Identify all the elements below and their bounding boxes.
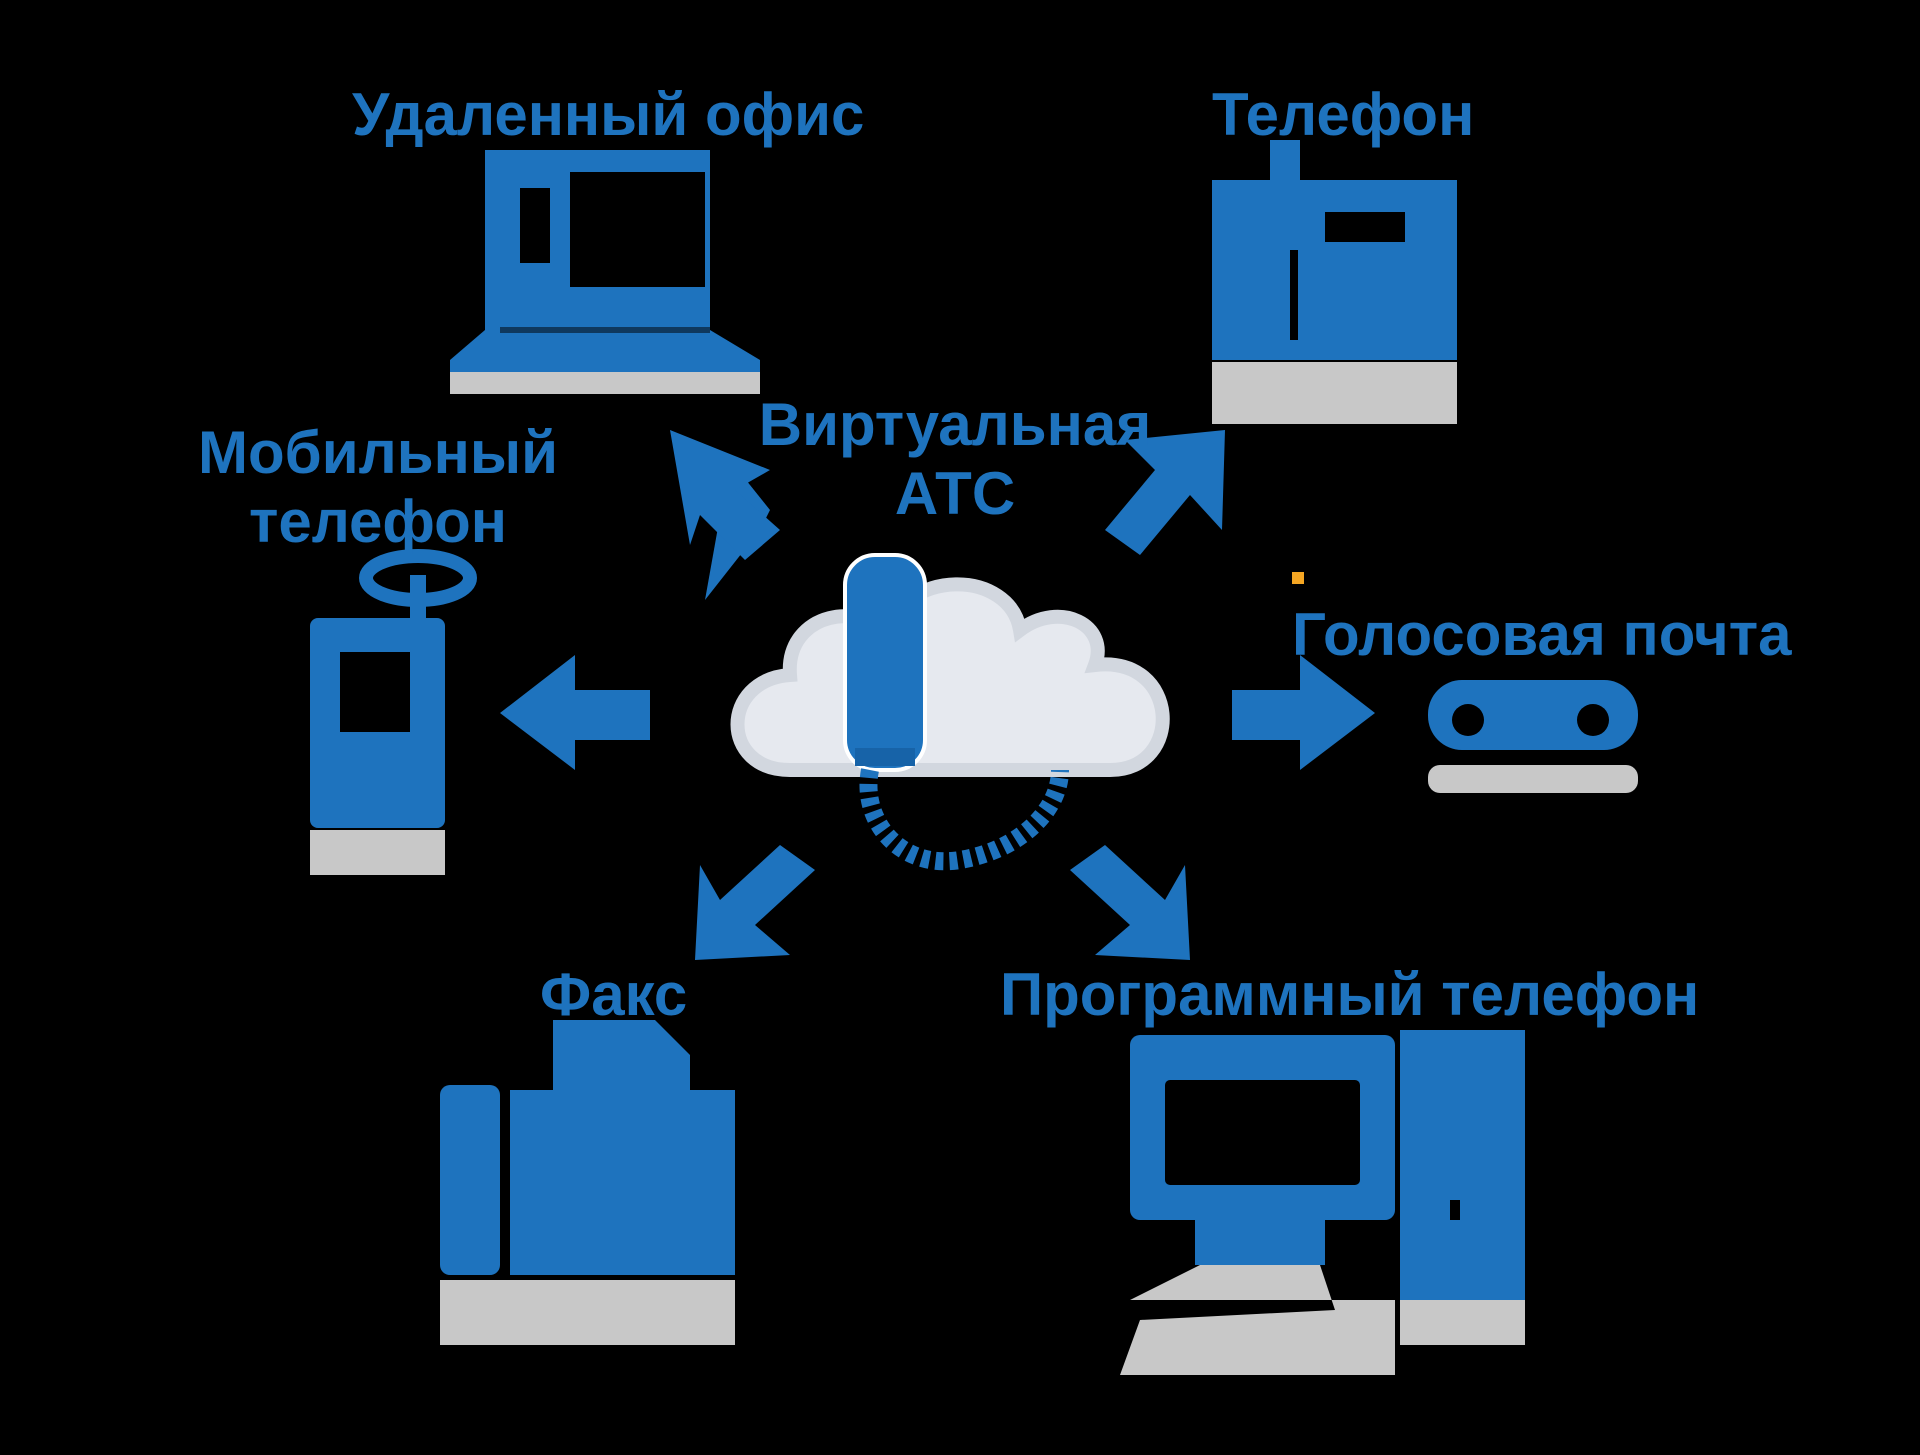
label-center-line1: Виртуальная <box>758 391 1152 458</box>
arrow-to-mobile-phone <box>500 655 650 770</box>
label-center-line2: АТС <box>894 460 1016 527</box>
label-mobile-phone-line2: телефон <box>248 488 508 555</box>
label-mobile-phone-line1: Мобильный <box>198 419 558 486</box>
accent-dot <box>1292 572 1304 584</box>
mobile-phone-icon <box>310 549 477 875</box>
computer-icon <box>1120 1030 1525 1375</box>
arrow-to-desk-phone <box>1105 430 1225 555</box>
arrow-to-fax <box>695 845 815 960</box>
label-remote-office: Удаленный офис <box>352 81 865 148</box>
arrow-to-remote-office <box>670 430 780 600</box>
label-desk-phone: Телефон <box>1212 81 1475 148</box>
cloud-phone-icon <box>730 553 1170 871</box>
label-center: Виртуальная АТС <box>745 390 1165 528</box>
label-voicemail: Голосовая почта <box>1292 601 1792 668</box>
label-mobile-phone: Мобильный телефон <box>198 418 558 556</box>
desk-phone-icon <box>1212 140 1457 424</box>
fax-icon <box>440 1020 735 1345</box>
label-fax: Факс <box>540 961 688 1028</box>
arrow-to-voicemail <box>1232 655 1375 770</box>
arrow-to-softphone <box>1070 845 1190 960</box>
laptop-icon <box>450 150 760 394</box>
voicemail-icon <box>1428 680 1638 793</box>
label-softphone: Программный телефон <box>1000 961 1700 1028</box>
